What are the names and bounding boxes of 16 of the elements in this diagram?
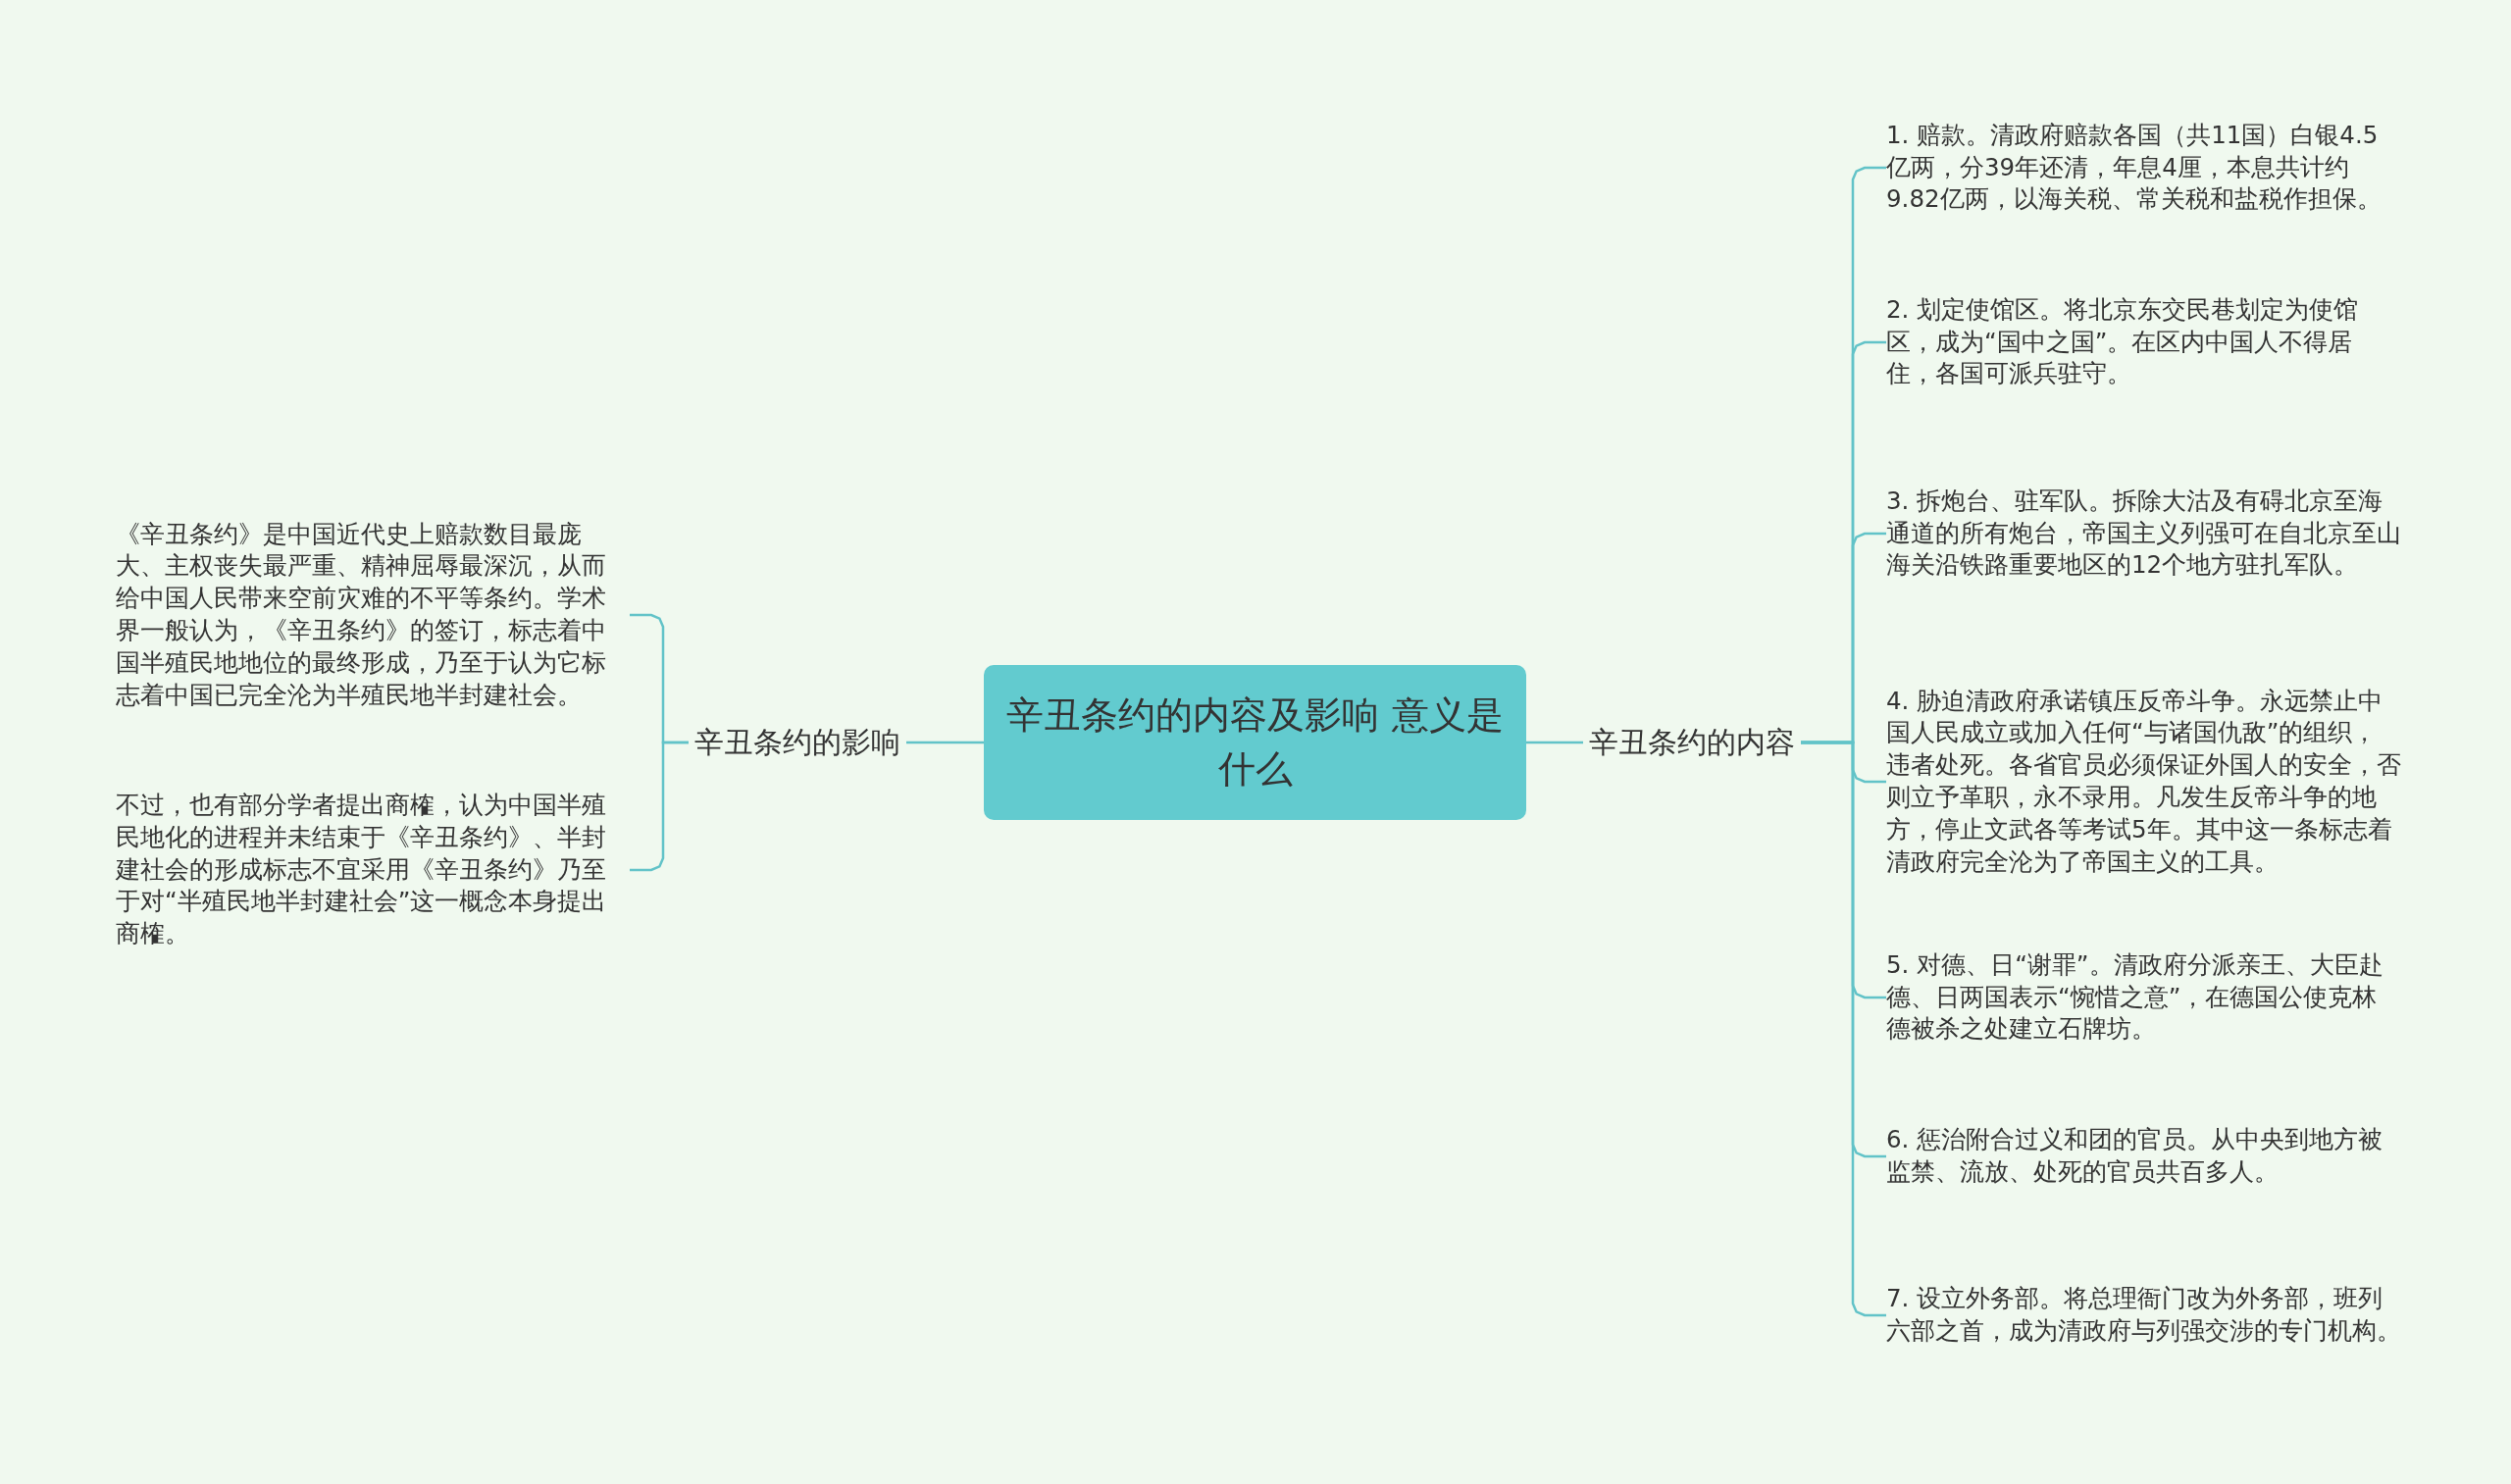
leaf-text: 2. 划定使馆区。将北京东交民巷划定为使馆区，成为“国中之国”。在区内中国人不得居住，各国可派兵驻守。 (1886, 293, 2401, 391)
leaf-text: 5. 对德、日“谢罪”。清政府分派亲王、大臣赴德、日两国表示“惋惜之意”，在德国公使克林德被杀之处建立石牌坊。 (1886, 948, 2401, 1047)
central-topic-box: 辛丑条约的内容及影响 意义是什么 (984, 665, 1526, 820)
connector-line (1526, 741, 1583, 744)
leaf-text: 3. 拆炮台、驻军队。拆除大沽及有碍北京至海通道的所有炮台，帝国主义列强可在自北京至山海关沿铁路重要地区的12个地方驻扎军队。 (1886, 485, 2401, 583)
connector-line (1801, 741, 1886, 1317)
connector-line (906, 741, 984, 744)
connector-line (630, 741, 689, 872)
branch-topic: 辛丑条约的影响 (689, 718, 906, 767)
branch-topic: 辛丑条约的内容 (1583, 718, 1801, 767)
leaf-text: 1. 赔款。清政府赔款各国（共11国）白银4.5亿两，分39年还清，年息4厘，本息共计约9.82亿两，以海关税、常关税和盐税作担保。 (1886, 119, 2401, 217)
leaf-text: 7. 设立外务部。将总理衙门改为外务部，班列六部之首，成为清政府与列强交涉的专门机构。 (1886, 1283, 2401, 1348)
leaf-text: 6. 惩治附合过义和团的官员。从中央到地方被监禁、流放、处死的官员共百多人。 (1886, 1124, 2401, 1189)
leaf-text: 《辛丑条约》是中国近代史上赔款数目最庞大、主权丧失最严重、精神屈辱最深沉，从而给中国人民带来空前灾难的不平等条约。学术界一般认为，《辛丑条约》的签订，标志着中国半殖民地地位的最终形成，乃至于认为它标志着中国已完全沦为半殖民地半封建社会。 (116, 518, 630, 712)
leaf-text: 4. 胁迫清政府承诺镇压反帝斗争。永远禁止中国人民成立或加入任何“与诸国仇敌”的组织，违者处死。各省官员必须保证外国人的安全，否则立予革职，永不录用。凡发生反帝斗争的地方，停止文武各等考试5年。其中这一条标志着清政府完全沦为了帝国主义的工具。 (1886, 685, 2401, 879)
leaf-text: 不过，也有部分学者提出商榷，认为中国半殖民地化的进程并未结束于《辛丑条约》、半封建社会的形成标志不宜采用《辛丑条约》乃至于对“半殖民地半封建社会”这一概念本身提出商榷。 (116, 789, 630, 951)
